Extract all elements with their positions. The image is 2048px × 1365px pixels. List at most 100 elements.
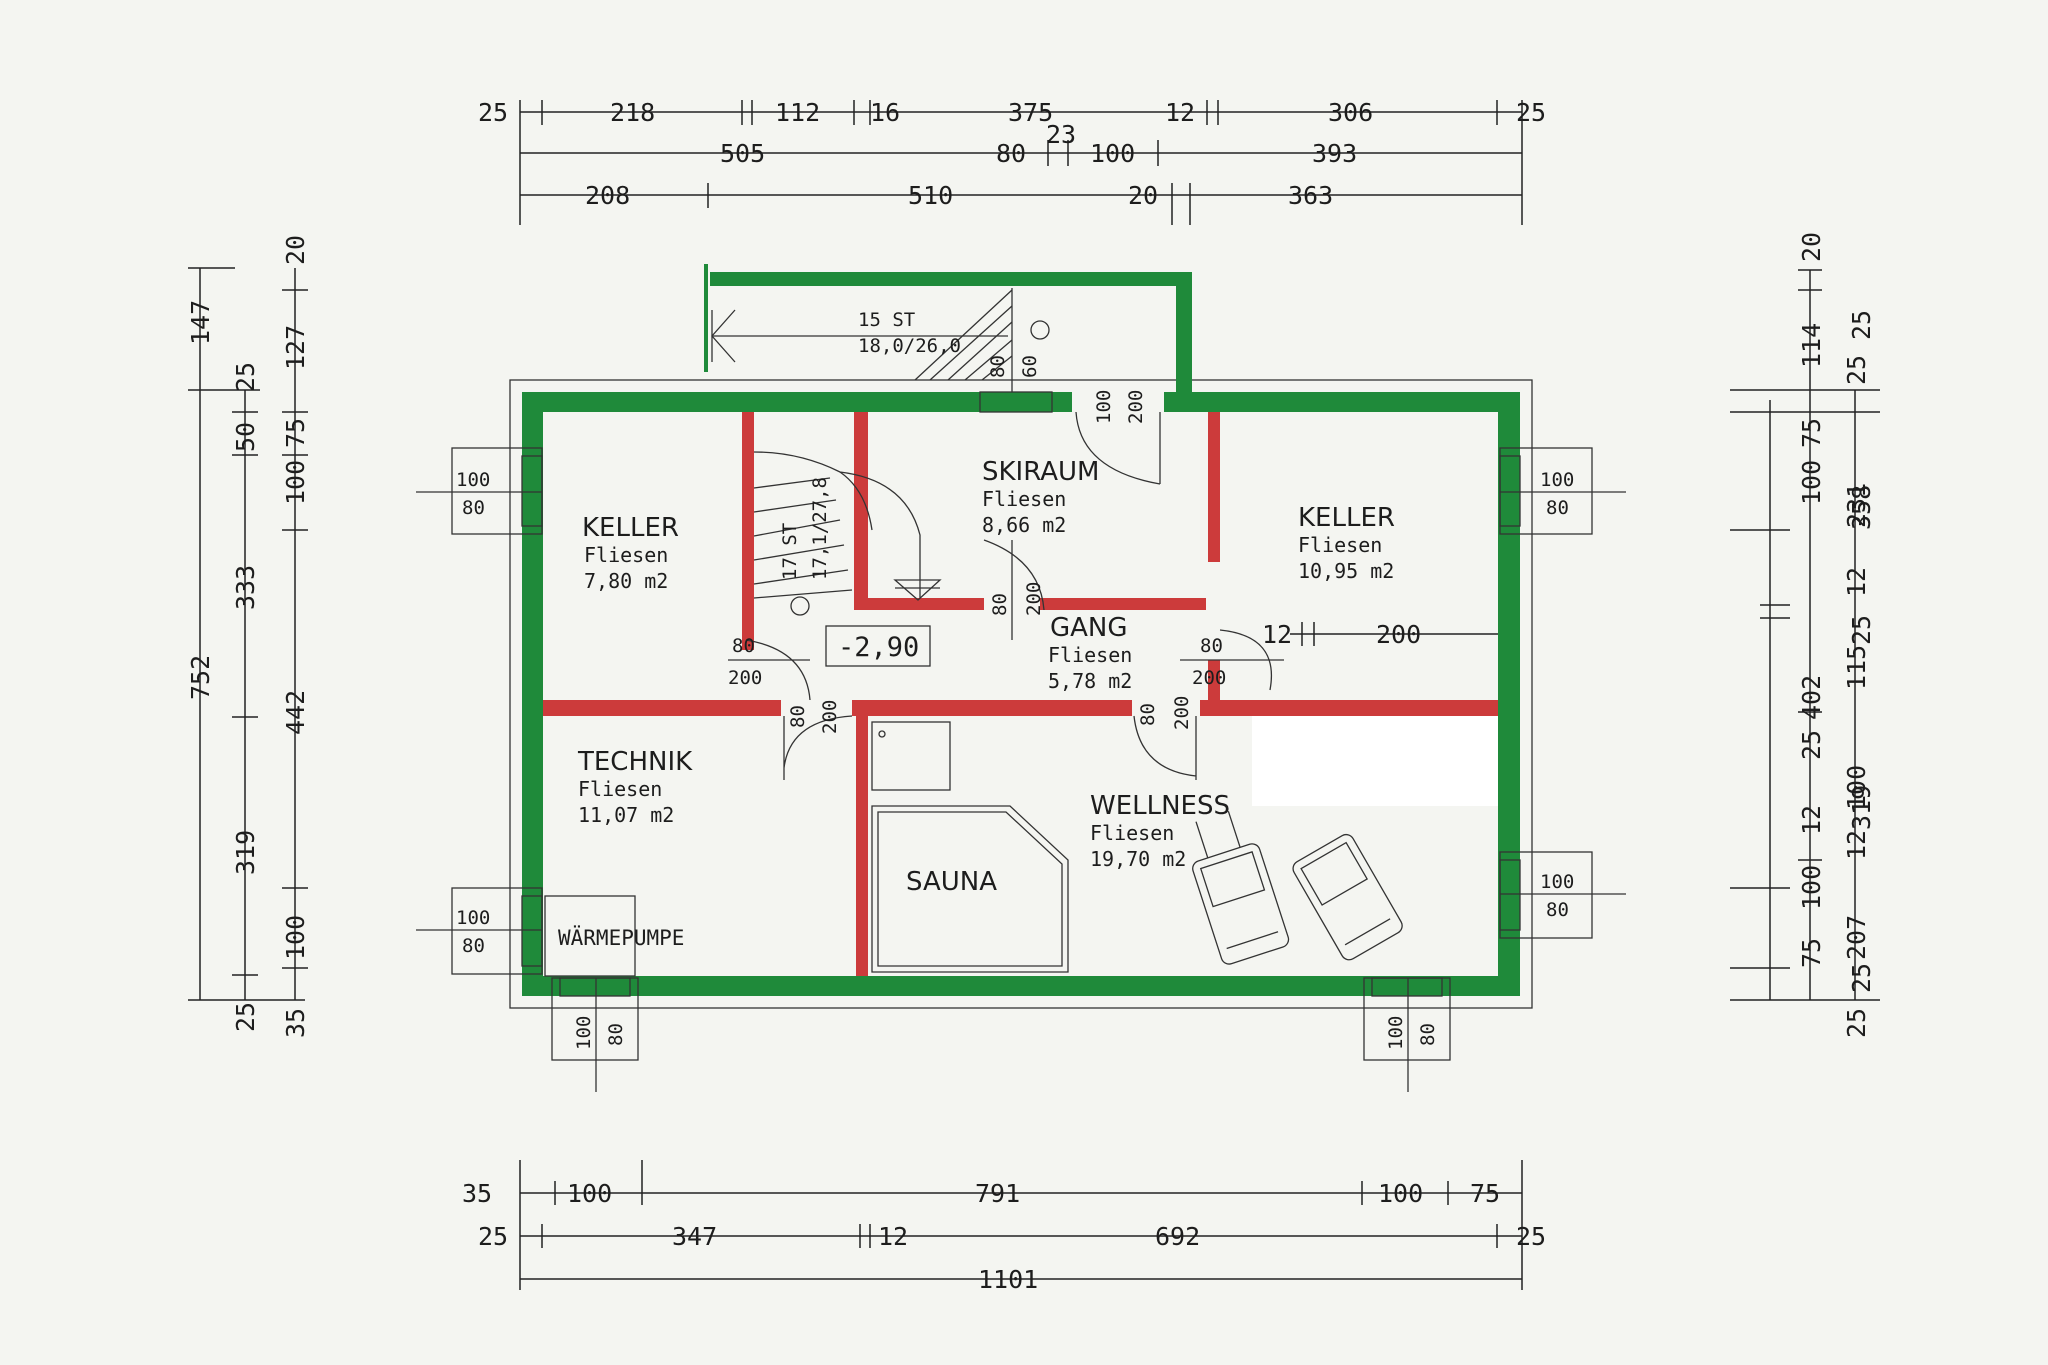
dim-top3-2: 20 bbox=[1128, 181, 1158, 210]
level-value: -2,90 bbox=[838, 632, 919, 663]
door-4-height: 200 bbox=[1171, 696, 1193, 730]
dim-top2-1: 80 bbox=[996, 139, 1026, 168]
dim-top2-0: 505 bbox=[720, 139, 765, 168]
room-skiraum-floor: Fliesen bbox=[982, 487, 1066, 511]
dim-left-inner-0: 20 bbox=[281, 235, 310, 265]
inner-stair-ratio: 17,1/27,8 bbox=[809, 477, 831, 580]
waermepumpe-label: WÄRMEPUMPE bbox=[558, 925, 684, 950]
dim-right-mid-0: 25 bbox=[1842, 355, 1871, 385]
stair-annex-wall-top bbox=[710, 272, 1192, 286]
dim-top1-6: 306 bbox=[1328, 98, 1373, 127]
window-left-top-w: 100 bbox=[456, 469, 490, 491]
dim-bottom2-4: 25 bbox=[1516, 1222, 1546, 1251]
dim-left-inner-4: 100 bbox=[281, 915, 310, 960]
dim-top3-1: 510 bbox=[908, 181, 953, 210]
dim-right-far-1: 358 bbox=[1847, 485, 1876, 530]
dim-right-mid-1: 231 bbox=[1842, 483, 1871, 528]
dim-right-mid-6: 207 bbox=[1842, 915, 1871, 960]
top-dimensions: 25 218 112 16 375 12 306 25 505 80 23 10… bbox=[478, 98, 1546, 225]
room-wellness-area: 19,70 m2 bbox=[1090, 847, 1186, 871]
room-skiraum-name: SKIRAUM bbox=[982, 457, 1099, 487]
dim-top1-7: 25 bbox=[1516, 98, 1546, 127]
room-technik-floor: Fliesen bbox=[578, 777, 662, 801]
dim-right-outer-0: 402 bbox=[1797, 675, 1826, 720]
room-technik-name: TECHNIK bbox=[577, 747, 693, 777]
dim-right-mid-7: 25 bbox=[1842, 1008, 1871, 1038]
room-keller-right: KELLER Fliesen 10,95 m2 bbox=[1298, 503, 1395, 583]
dim-right-inner-1: 114 bbox=[1797, 323, 1826, 368]
dim-left-mid-0: 25 bbox=[231, 362, 260, 392]
dim-right-mid-4: 100 bbox=[1842, 765, 1871, 810]
room-technik-area: 11,07 m2 bbox=[578, 803, 674, 827]
room-gang-area: 5,78 m2 bbox=[1048, 669, 1132, 693]
dim-top3-0: 208 bbox=[585, 181, 630, 210]
shower bbox=[871, 721, 951, 791]
dim-right-far-2: 25 bbox=[1847, 615, 1876, 645]
room-wellness: WELLNESS Fliesen 19,70 m2 bbox=[1090, 791, 1230, 871]
skiraum-door-width: 100 bbox=[1093, 390, 1115, 424]
dim-right-inner-7: 75 bbox=[1797, 938, 1826, 968]
door-keller-left: 80 200 80 200 bbox=[728, 635, 853, 780]
window-bottom-right: 100 80 bbox=[1363, 977, 1451, 1092]
dim-top1-4: 375 bbox=[1008, 98, 1053, 127]
stair-width-2: 60 bbox=[1019, 355, 1041, 378]
room-keller-left-floor: Fliesen bbox=[584, 543, 668, 567]
room-gang-floor: Fliesen bbox=[1048, 643, 1132, 667]
room-keller-left-name: KELLER bbox=[582, 513, 679, 543]
dim-left-mid-1: 50 bbox=[231, 422, 260, 452]
lounger-1 bbox=[1192, 811, 1290, 965]
dim-right-inner-3: 100 bbox=[1797, 460, 1826, 505]
dim-left-outer-0: 147 bbox=[186, 300, 215, 345]
stair-annex-wall-right bbox=[1176, 272, 1192, 392]
window-right-top-h: 80 bbox=[1546, 497, 1569, 519]
window-right-bottom: 100 80 bbox=[1499, 851, 1626, 939]
lounger-2 bbox=[1292, 833, 1403, 961]
sauna: SAUNA bbox=[871, 805, 1069, 973]
dim-right-far-3: 319 bbox=[1847, 785, 1876, 830]
window-bottom-right-w: 100 bbox=[1385, 1016, 1407, 1050]
window-right-top: 100 80 bbox=[1499, 447, 1626, 535]
dim-top1-1: 218 bbox=[610, 98, 655, 127]
door-wellness: 80 200 bbox=[1132, 696, 1200, 780]
dim-bottom1-4: 75 bbox=[1470, 1179, 1500, 1208]
dim-left-inner-5: 35 bbox=[281, 1008, 310, 1038]
window-right-top-w: 100 bbox=[1540, 469, 1574, 491]
inner-stair-steps: 17 ST bbox=[779, 523, 801, 580]
room-keller-left-area: 7,80 m2 bbox=[584, 569, 668, 593]
window-bottom-left-w: 100 bbox=[573, 1016, 595, 1050]
inner-stair: 17 ST 17,1/27,8 bbox=[753, 451, 942, 616]
stair-width-1: 80 bbox=[987, 355, 1009, 378]
dim-top2-3: 100 bbox=[1090, 139, 1135, 168]
room-skiraum: SKIRAUM Fliesen 8,66 m2 bbox=[982, 457, 1099, 537]
dim-bottom2-2: 12 bbox=[878, 1222, 908, 1251]
window-left-top-h: 80 bbox=[462, 497, 485, 519]
dim-left-inner-2: 75 bbox=[281, 418, 310, 448]
dim-right-inner-2: 75 bbox=[1797, 418, 1826, 448]
room-keller-right-area: 10,95 m2 bbox=[1298, 559, 1394, 583]
window-right-bottom-h: 80 bbox=[1546, 899, 1569, 921]
dim-bottom2-1: 347 bbox=[672, 1222, 717, 1251]
dim-left-mid-5: 25 bbox=[231, 1002, 260, 1032]
dim-right-inner-4: 12 bbox=[1797, 805, 1826, 835]
door-keller-right: 80 200 12 200 bbox=[1180, 562, 1498, 691]
room-gang-name: GANG bbox=[1050, 613, 1128, 643]
room-keller-left: KELLER Fliesen 7,80 m2 bbox=[582, 513, 679, 593]
main-stair: 15 ST 18,0/26,0 80 60 bbox=[711, 288, 1053, 413]
interior-walls bbox=[543, 412, 1498, 976]
dim-bottom1-1: 100 bbox=[567, 1179, 612, 1208]
dim-top1-3: 16 bbox=[870, 98, 900, 127]
room-wellness-name: WELLNESS bbox=[1090, 791, 1230, 821]
dim-right-far-4: 25 bbox=[1847, 963, 1876, 993]
dim-top1-5: 12 bbox=[1165, 98, 1195, 127]
window-left-bottom-w: 100 bbox=[456, 907, 490, 929]
sauna-label: SAUNA bbox=[906, 867, 997, 897]
waermepumpe-unit: WÄRMEPUMPE bbox=[544, 895, 684, 977]
room-skiraum-area: 8,66 m2 bbox=[982, 513, 1066, 537]
level-marker: -2,90 bbox=[825, 625, 931, 667]
door-5-height: 200 bbox=[1192, 667, 1226, 689]
room-wellness-floor: Fliesen bbox=[1090, 821, 1174, 845]
dim-top2-2: 23 bbox=[1046, 120, 1076, 149]
window-left-bottom: 100 80 bbox=[416, 887, 543, 975]
window-bottom-left-h: 80 bbox=[605, 1023, 627, 1046]
building: 15 ST 18,0/26,0 80 60 100 200 bbox=[416, 264, 1626, 1092]
